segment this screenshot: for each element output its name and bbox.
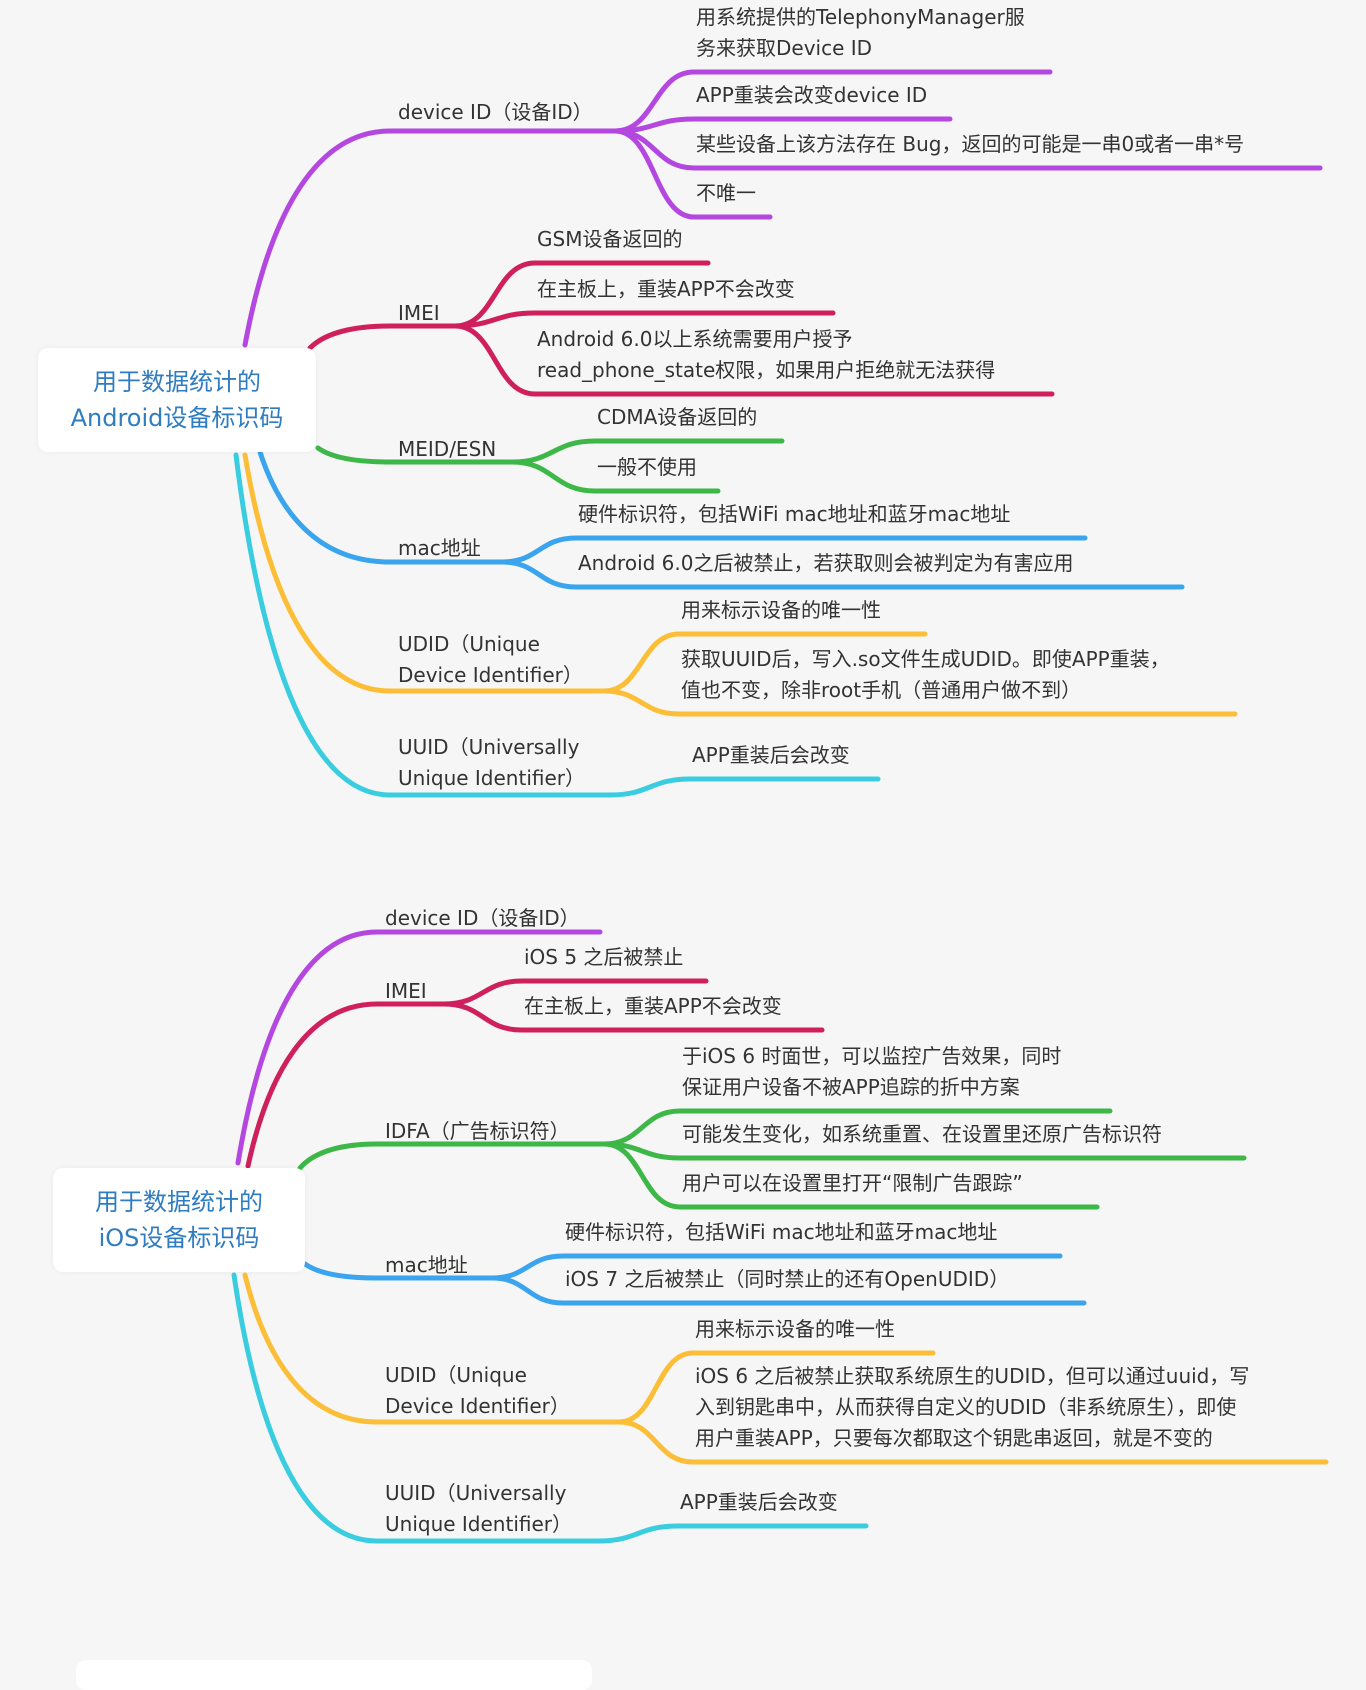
- branch-label-blue[interactable]: mac地址: [398, 536, 481, 560]
- branch-connector: [242, 128, 618, 348]
- leaf-label[interactable]: 在主板上，重装APP不会改变: [524, 994, 782, 1018]
- leaf-label[interactable]: 一般不使用: [597, 455, 697, 479]
- leaf-connector: [595, 1523, 869, 1544]
- leaf-label[interactable]: iOS 6 之后被禁止获取系统原生的UDID，但可以通过uuid，写 入到钥匙串…: [695, 1364, 1250, 1450]
- leaf-label[interactable]: CDMA设备返回的: [597, 405, 758, 429]
- branch-label-orange[interactable]: UDID（Unique Device Identifier）: [398, 632, 583, 687]
- root-node-android[interactable]: 用于数据统计的 Android设备标识码: [38, 348, 316, 452]
- leaf-label[interactable]: APP重装会改变device ID: [696, 83, 928, 107]
- leaf-connector: [452, 310, 836, 329]
- branch-label-cyan[interactable]: UUID（Universally Unique Identifier）: [398, 735, 586, 790]
- branch-connector: [242, 1272, 622, 1425]
- branch-connector: [231, 1272, 601, 1544]
- leaf-label[interactable]: 用系统提供的TelephonyManager服 务来获取Device ID: [696, 5, 1025, 60]
- leaf-label[interactable]: APP重装后会改变: [680, 1490, 838, 1514]
- leaf-connector: [616, 1350, 936, 1425]
- leaf-connector: [612, 128, 773, 220]
- leaf-connector: [499, 559, 1185, 590]
- leaf-connector: [601, 631, 928, 694]
- leaf-label[interactable]: iOS 5 之后被禁止: [524, 945, 684, 969]
- branch-label-cyan[interactable]: UUID（Universally Unique Identifier）: [385, 1481, 573, 1536]
- root-node-label: 用于数据统计的 Android设备标识码: [70, 368, 284, 432]
- branch-label-crimson[interactable]: IMEI: [385, 979, 427, 1003]
- branch-label-purple[interactable]: device ID（设备ID）: [385, 906, 580, 930]
- leaf-connector: [441, 1001, 825, 1033]
- branch-connector: [307, 323, 458, 351]
- root-node-label: 用于数据统计的 iOS设备标识码: [95, 1188, 263, 1252]
- leaf-label[interactable]: APP重装后会改变: [692, 743, 850, 767]
- leaf-label[interactable]: 用来标示设备的唯一性: [695, 1317, 895, 1341]
- leaf-label[interactable]: 可能发生变化，如系统重置、在设置里还原广告标识符: [682, 1122, 1162, 1146]
- branch-connector: [242, 452, 607, 694]
- branch-connector: [233, 452, 613, 798]
- leaf-label[interactable]: iOS 7 之后被禁止（同时禁止的还有OpenUDID）: [565, 1267, 1010, 1291]
- leaf-connector: [607, 776, 881, 798]
- branch-label-green[interactable]: IDFA（广告标识符）: [385, 1119, 570, 1143]
- leaf-label[interactable]: Android 6.0之后被禁止，若获取则会被判定为有害应用: [578, 551, 1074, 575]
- branch-connector: [235, 929, 603, 1166]
- leaf-label[interactable]: 获取UUID后，写入.so文件生成UDID。即使APP重装， 值也不变，除非ro…: [681, 647, 1170, 702]
- leaf-label[interactable]: Android 6.0以上系统需要用户授予 read_phone_state权限…: [537, 327, 996, 382]
- leaf-label[interactable]: 硬件标识符，包括WiFi mac地址和蓝牙mac地址: [565, 1220, 998, 1244]
- branch-connector: [302, 1261, 495, 1281]
- branch-label-crimson[interactable]: IMEI: [398, 301, 440, 325]
- leaf-label[interactable]: 某些设备上该方法存在 Bug，返回的可能是一串0或者一串*号: [696, 132, 1245, 156]
- branch-label-blue[interactable]: mac地址: [385, 1253, 468, 1277]
- leaf-connector: [489, 1275, 1087, 1306]
- branch-connector: [315, 445, 515, 465]
- root-node-ios[interactable]: 用于数据统计的 iOS设备标识码: [53, 1168, 305, 1272]
- leaf-connector: [616, 1419, 1329, 1465]
- leaf-label[interactable]: 硬件标识符，包括WiFi mac地址和蓝牙mac地址: [578, 502, 1011, 526]
- branch-connector: [297, 1141, 607, 1171]
- branch-connector: [257, 449, 505, 565]
- leaf-connector: [452, 323, 1055, 397]
- leaf-connector: [601, 688, 1238, 717]
- branch-connector: [245, 1001, 447, 1169]
- leaf-connector: [509, 459, 721, 494]
- leaf-label[interactable]: 于iOS 6 时面世，可以监控广告效果，同时 保证用户设备不被APP追踪的折中方…: [682, 1044, 1062, 1099]
- leaf-label[interactable]: 用来标示设备的唯一性: [681, 598, 881, 622]
- leaf-label[interactable]: 用户可以在设置里打开“限制广告跟踪”: [682, 1171, 1023, 1195]
- leaf-connector: [601, 1141, 1100, 1210]
- leaf-label[interactable]: 在主板上，重装APP不会改变: [537, 277, 795, 301]
- leaf-label[interactable]: 不唯一: [696, 181, 756, 205]
- leaf-label[interactable]: GSM设备返回的: [537, 227, 683, 251]
- branch-label-purple[interactable]: device ID（设备ID）: [398, 100, 593, 124]
- branch-label-green[interactable]: MEID/ESN: [398, 437, 497, 461]
- branch-label-orange[interactable]: UDID（Unique Device Identifier）: [385, 1363, 570, 1418]
- next-card-edge: [76, 1660, 592, 1690]
